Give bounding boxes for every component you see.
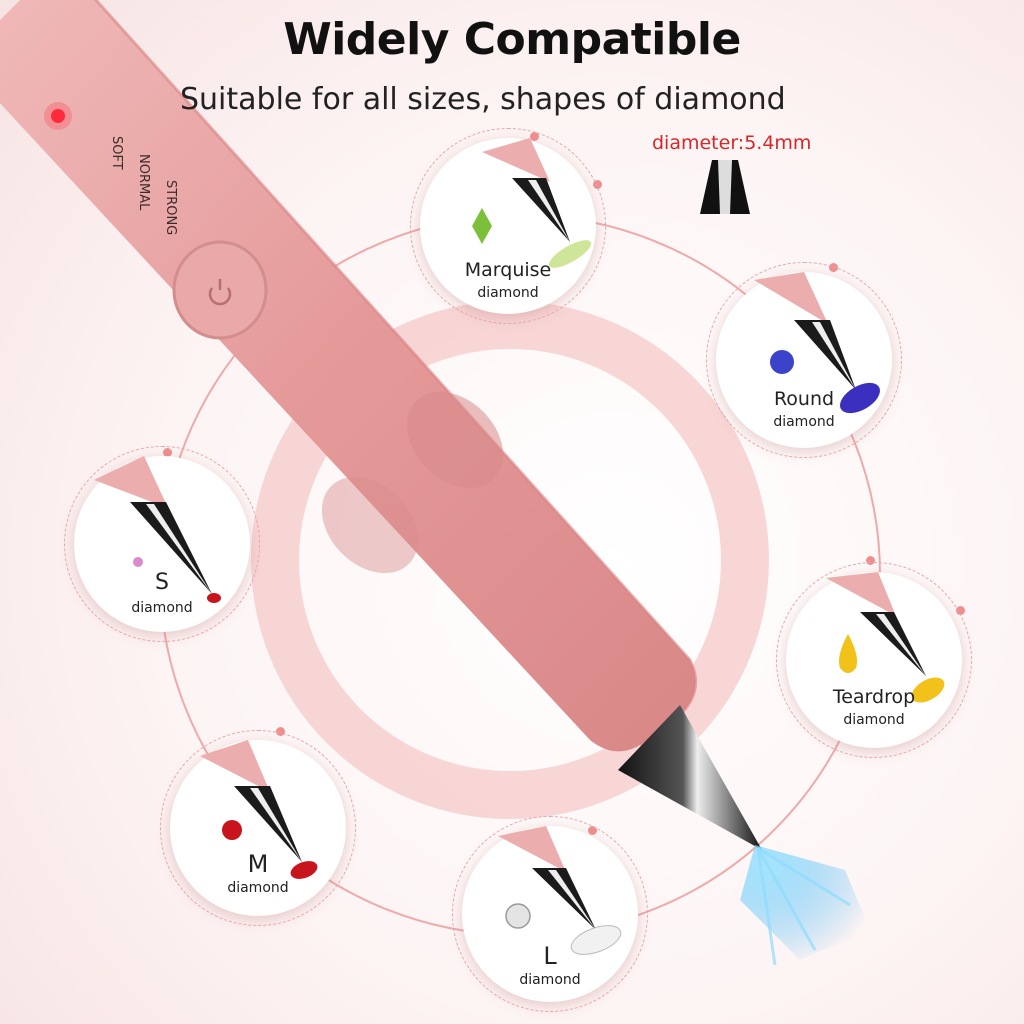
tip-with-s-gem [94, 456, 221, 603]
diamond-sub-s: diamond [131, 600, 193, 616]
diamond-badge-round: Round diamond [706, 262, 902, 458]
connector-dot [956, 606, 965, 615]
tip-with-teardrop-gem [826, 572, 945, 703]
tip-with-m-gem [200, 740, 318, 879]
diamond-sub-m: diamond [227, 880, 289, 896]
connector-dot [276, 727, 285, 736]
diamond-name-l: L [543, 942, 557, 970]
diamond-badge-s: S diamond [64, 446, 260, 642]
diamond-badge-marquise: Marquise diamond [410, 128, 606, 324]
tip-with-round-gem [754, 272, 880, 414]
page-subtitle: Suitable for all sizes, shapes of diamon… [180, 82, 786, 117]
marquise-gem-icon [472, 208, 492, 244]
m-gem-icon [222, 820, 242, 840]
diameter-label: diameter:5.4mm [652, 132, 812, 154]
mode-label-strong: STRONG [163, 180, 178, 236]
connector-dot [593, 180, 602, 189]
diamond-sub-round: diamond [773, 414, 835, 430]
diamond-sub-teardrop: diamond [843, 712, 905, 728]
diamond-name-s: S [155, 570, 169, 595]
s-gem-icon [133, 557, 143, 567]
diamond-badge-l: L diamond [452, 816, 648, 1012]
diamond-name-teardrop: Teardrop [832, 686, 916, 708]
tip-diameter-icon [700, 160, 750, 214]
diamond-badge-m: M diamond [160, 730, 356, 926]
tip-with-l-gem [498, 826, 622, 955]
page-title: Widely Compatible [283, 14, 741, 65]
diamond-name-m: M [247, 850, 269, 878]
diamond-sub-l: diamond [519, 972, 581, 988]
diamond-sub-marquise: diamond [477, 285, 539, 301]
diamond-badge-teardrop: Teardrop diamond [776, 562, 972, 758]
round-gem-icon [770, 350, 794, 374]
diamond-name-marquise: Marquise [464, 259, 552, 281]
teardrop-gem-icon [839, 634, 857, 673]
tip-with-marquise-gem [472, 138, 592, 268]
diamond-name-round: Round [773, 388, 835, 410]
l-gem-icon [505, 903, 531, 929]
mode-label-soft: SOFT [109, 136, 124, 170]
connector-dot [866, 556, 875, 565]
mode-label-normal: NORMAL [136, 154, 151, 211]
